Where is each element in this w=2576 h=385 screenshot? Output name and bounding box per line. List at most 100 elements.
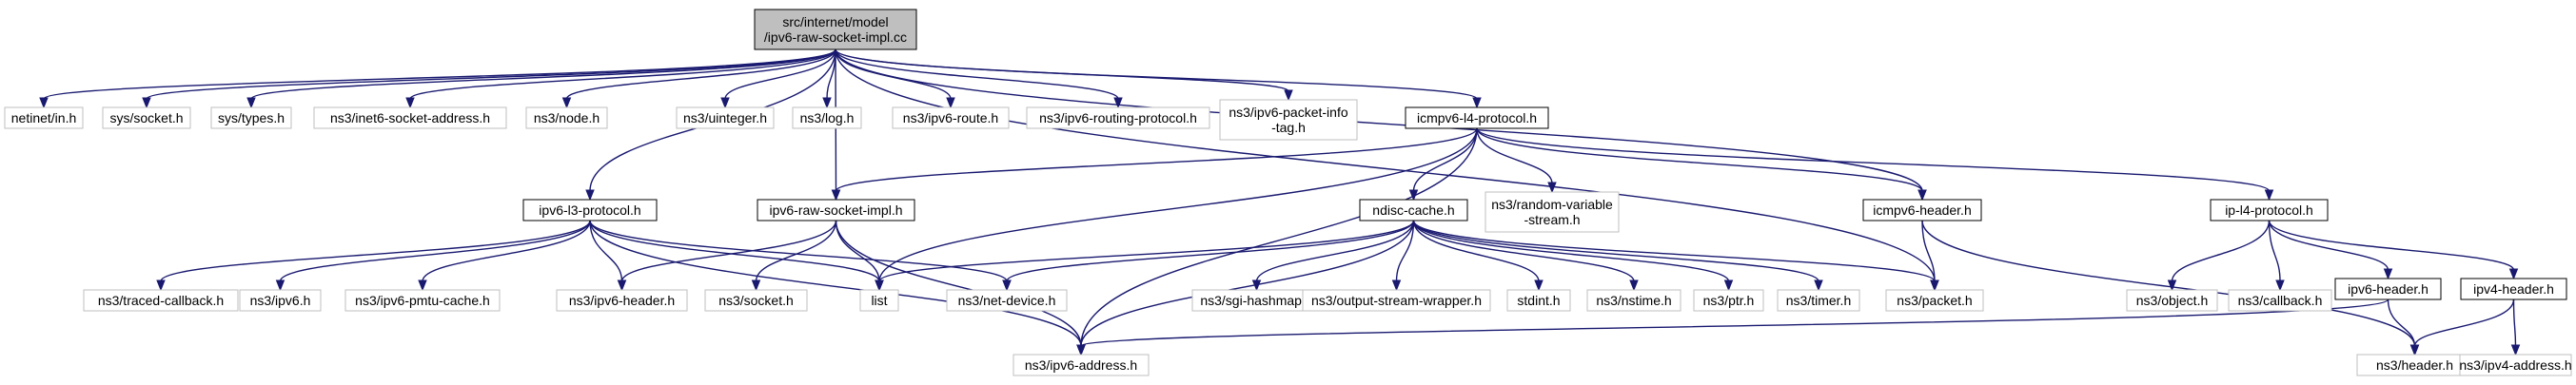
node-net-device: ns3/net-device.h xyxy=(946,289,1068,312)
node-box-ipv4-header-local xyxy=(2460,278,2567,300)
arrowhead xyxy=(1814,279,1823,292)
node-label: ns3/inet6-socket-address.h xyxy=(330,110,490,125)
edge-root-to-node xyxy=(565,48,836,100)
node-box-icmpv6-header xyxy=(1862,199,1982,221)
node-box-ipv6-raw-socket-impl-h xyxy=(757,199,915,221)
arrowhead xyxy=(1723,279,1734,292)
node-label: ns3/callback.h xyxy=(2238,293,2323,308)
node-label: ns3/ipv6-address.h xyxy=(1025,357,1137,373)
node-label: stdint.h xyxy=(1517,293,1560,308)
node-ipv4-header-local[interactable]: ipv4-header.h xyxy=(2460,278,2567,300)
node-label: netinet/in.h xyxy=(11,110,77,125)
edge-ipv6-l3-protocol-to-ipv6 xyxy=(279,220,591,282)
node-box-ptr xyxy=(1693,289,1764,312)
edge-ipv6-l3-protocol-to-ipv6-header xyxy=(589,220,623,282)
node-ipv4-address: ns3/ipv4-address.h xyxy=(2459,354,2572,376)
node-box-nstime xyxy=(1586,289,1681,312)
node-box-net-device xyxy=(946,289,1068,312)
node-box-timer xyxy=(1777,289,1860,312)
node-box-node xyxy=(525,106,608,129)
node-box-sys-types xyxy=(210,106,292,129)
node-ipv6-header: ns3/ipv6-header.h xyxy=(556,289,688,312)
edge-ip-l4-protocol-to-ipv4-header-local xyxy=(2268,220,2515,271)
edge-ndisc-cache-to-ipv6-address xyxy=(1080,220,1415,347)
node-box-traced-callback xyxy=(83,289,239,312)
arrowhead xyxy=(2383,268,2393,280)
edge-ipv6-l3-protocol-to-list xyxy=(589,220,880,282)
node-ipv6-raw-socket-impl-h[interactable]: ipv6-raw-socket-impl.h xyxy=(757,199,915,221)
node-label: /ipv6-raw-socket-impl.cc xyxy=(764,29,907,45)
node-box-output-stream-wrapper xyxy=(1302,289,1491,312)
arrowhead xyxy=(1284,89,1293,102)
node-ipv6-route: ns3/ipv6-route.h xyxy=(892,106,1010,129)
node-label: ns3/ipv6-route.h xyxy=(903,110,998,125)
node-label: ns3/ipv6.h xyxy=(250,293,311,308)
node-label: icmpv6-l4-protocol.h xyxy=(1417,110,1537,125)
node-box-root xyxy=(754,9,917,50)
arrowhead xyxy=(275,279,285,292)
arrowhead xyxy=(39,97,49,109)
node-label: ip-l4-protocol.h xyxy=(2225,202,2313,218)
node-label: ns3/sgi-hashmap.h xyxy=(1200,293,1312,308)
node-icmpv6-l4-protocol[interactable]: icmpv6-l4-protocol.h xyxy=(1405,106,1549,129)
edge-root-to-uinteger xyxy=(724,48,836,100)
edge-ipv6-raw-socket-impl-h-to-socket xyxy=(755,220,837,282)
node-box-random-variable-stream xyxy=(1485,191,1620,233)
edge-icmpv6-l4-protocol-to-list xyxy=(878,127,1478,282)
node-label: sys/types.h xyxy=(218,110,285,125)
node-label: src/internet/model xyxy=(782,14,888,29)
node-sys-socket: sys/socket.h xyxy=(102,106,191,129)
node-label: ipv6-l3-protocol.h xyxy=(539,202,640,218)
node-ndisc-cache[interactable]: ndisc-cache.h xyxy=(1359,199,1468,221)
node-box-ndisc-cache xyxy=(1359,199,1468,221)
edge-ipv6-l3-protocol-to-traced-callback xyxy=(160,220,591,282)
arrowhead xyxy=(2264,189,2274,202)
file-nodes: src/internet/model/ipv6-raw-socket-impl.… xyxy=(4,9,2572,376)
node-label: ns3/uinteger.h xyxy=(683,110,767,125)
node-traced-callback: ns3/traced-callback.h xyxy=(83,289,239,312)
node-ipv6-l3-protocol[interactable]: ipv6-l3-protocol.h xyxy=(522,199,658,221)
edge-root-to-icmpv6-l4-protocol xyxy=(835,48,1478,100)
arrowhead xyxy=(831,189,841,202)
node-root[interactable]: src/internet/model/ipv6-raw-socket-impl.… xyxy=(754,9,917,50)
edge-ipv4-header-local-to-header xyxy=(2413,298,2515,347)
arrowhead xyxy=(720,97,730,109)
node-box-ipv6-packet-info-tag xyxy=(1219,99,1358,141)
node-ipv6-pmtu-cache: ns3/ipv6-pmtu-cache.h xyxy=(344,289,501,312)
node-random-variable-stream: ns3/random-variable-stream.h xyxy=(1485,191,1620,233)
node-label: -tag.h xyxy=(1271,120,1306,135)
node-box-log xyxy=(792,106,862,129)
arrowhead xyxy=(418,279,427,292)
arrowhead xyxy=(1629,279,1639,292)
edge-root-to-icmpv6-header xyxy=(835,48,1923,192)
node-output-stream-wrapper: ns3/output-stream-wrapper.h xyxy=(1302,289,1491,312)
edge-ipv6-raw-socket-impl-h-to-ipv6-address xyxy=(835,220,1082,347)
node-label: ns3/ipv6-header.h xyxy=(569,293,675,308)
arrowhead xyxy=(1472,97,1482,109)
node-label: ns3/ipv6-packet-info xyxy=(1229,105,1348,120)
node-label: ns3/random-variable xyxy=(1491,197,1613,212)
edge-ipv4-header-local-to-ipv4-address xyxy=(2512,298,2517,347)
edge-ndisc-cache-to-net-device xyxy=(1006,220,1415,282)
edge-ipv6-l3-protocol-to-ipv6-address xyxy=(589,220,1082,347)
arrowhead xyxy=(1930,279,1939,292)
node-box-callback xyxy=(2228,289,2332,312)
node-label: sys/socket.h xyxy=(109,110,183,125)
arrowhead xyxy=(875,279,884,292)
node-label: ns3/traced-callback.h xyxy=(98,293,224,308)
node-ptr: ns3/ptr.h xyxy=(1693,289,1764,312)
node-label: ns3/ipv4-address.h xyxy=(2459,357,2571,373)
node-ip-l4-protocol[interactable]: ip-l4-protocol.h xyxy=(2210,199,2329,221)
arrowhead xyxy=(946,97,955,109)
node-ipv6-header-local[interactable]: ipv6-header.h xyxy=(2334,278,2442,300)
node-list: list xyxy=(859,289,899,312)
arrowhead xyxy=(2167,279,2177,292)
node-icmpv6-header[interactable]: icmpv6-header.h xyxy=(1862,199,1982,221)
node-sys-types: sys/types.h xyxy=(210,106,292,129)
node-ipv6: ns3/ipv6.h xyxy=(239,289,322,312)
edge-ndisc-cache-to-output-stream-wrapper xyxy=(1395,220,1415,282)
node-box-socket xyxy=(704,289,808,312)
edge-ipv6-raw-socket-impl-h-to-ipv6-header xyxy=(620,220,837,282)
arrowhead xyxy=(1547,182,1557,194)
arrowhead xyxy=(2510,344,2521,356)
